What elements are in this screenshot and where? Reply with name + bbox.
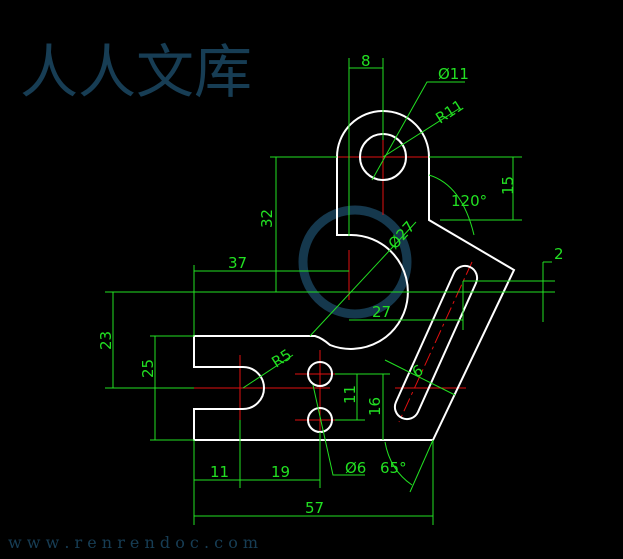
dim-dia11: Ø11 bbox=[438, 65, 469, 83]
dim-32: 32 bbox=[258, 209, 276, 228]
dim-8: 8 bbox=[361, 52, 371, 70]
dim-angle-65: 65° bbox=[380, 459, 407, 477]
dim-slot-6: 6 bbox=[409, 361, 426, 381]
watermark-logo: 人人文库 bbox=[20, 38, 252, 106]
dim-11-horizontal: 11 bbox=[210, 463, 229, 481]
dim-r5: R5 bbox=[268, 345, 295, 371]
small-hole-1 bbox=[307, 361, 333, 387]
watermark: 人人文库 w w w . r e n r e n d o c . c o m bbox=[8, 38, 412, 552]
dim-2: 2 bbox=[554, 245, 564, 263]
dim-37: 37 bbox=[228, 254, 247, 272]
watermark-ring bbox=[298, 205, 412, 319]
dim-23: 23 bbox=[97, 331, 115, 350]
dim-angle-120: 120° bbox=[451, 192, 487, 210]
dim-27: 27 bbox=[372, 303, 391, 321]
watermark-url: w w w . r e n r e n d o c . c o m bbox=[8, 533, 258, 552]
dimension-labels: 8 Ø11 R11 15 120° 32 Ø27 37 2 27 23 25 R… bbox=[97, 52, 564, 517]
outer-contour bbox=[193, 110, 516, 441]
slot bbox=[393, 264, 479, 421]
dim-11-vertical: 11 bbox=[341, 385, 359, 404]
dimension-lines bbox=[105, 58, 555, 525]
dim-25: 25 bbox=[139, 359, 157, 378]
dim-19: 19 bbox=[271, 463, 290, 481]
dim-15: 15 bbox=[499, 176, 517, 195]
dim-16: 16 bbox=[366, 397, 384, 416]
centerline-slot-axis bbox=[398, 261, 473, 423]
dim-57: 57 bbox=[305, 499, 324, 517]
dim-dia6: Ø6 bbox=[345, 459, 366, 477]
